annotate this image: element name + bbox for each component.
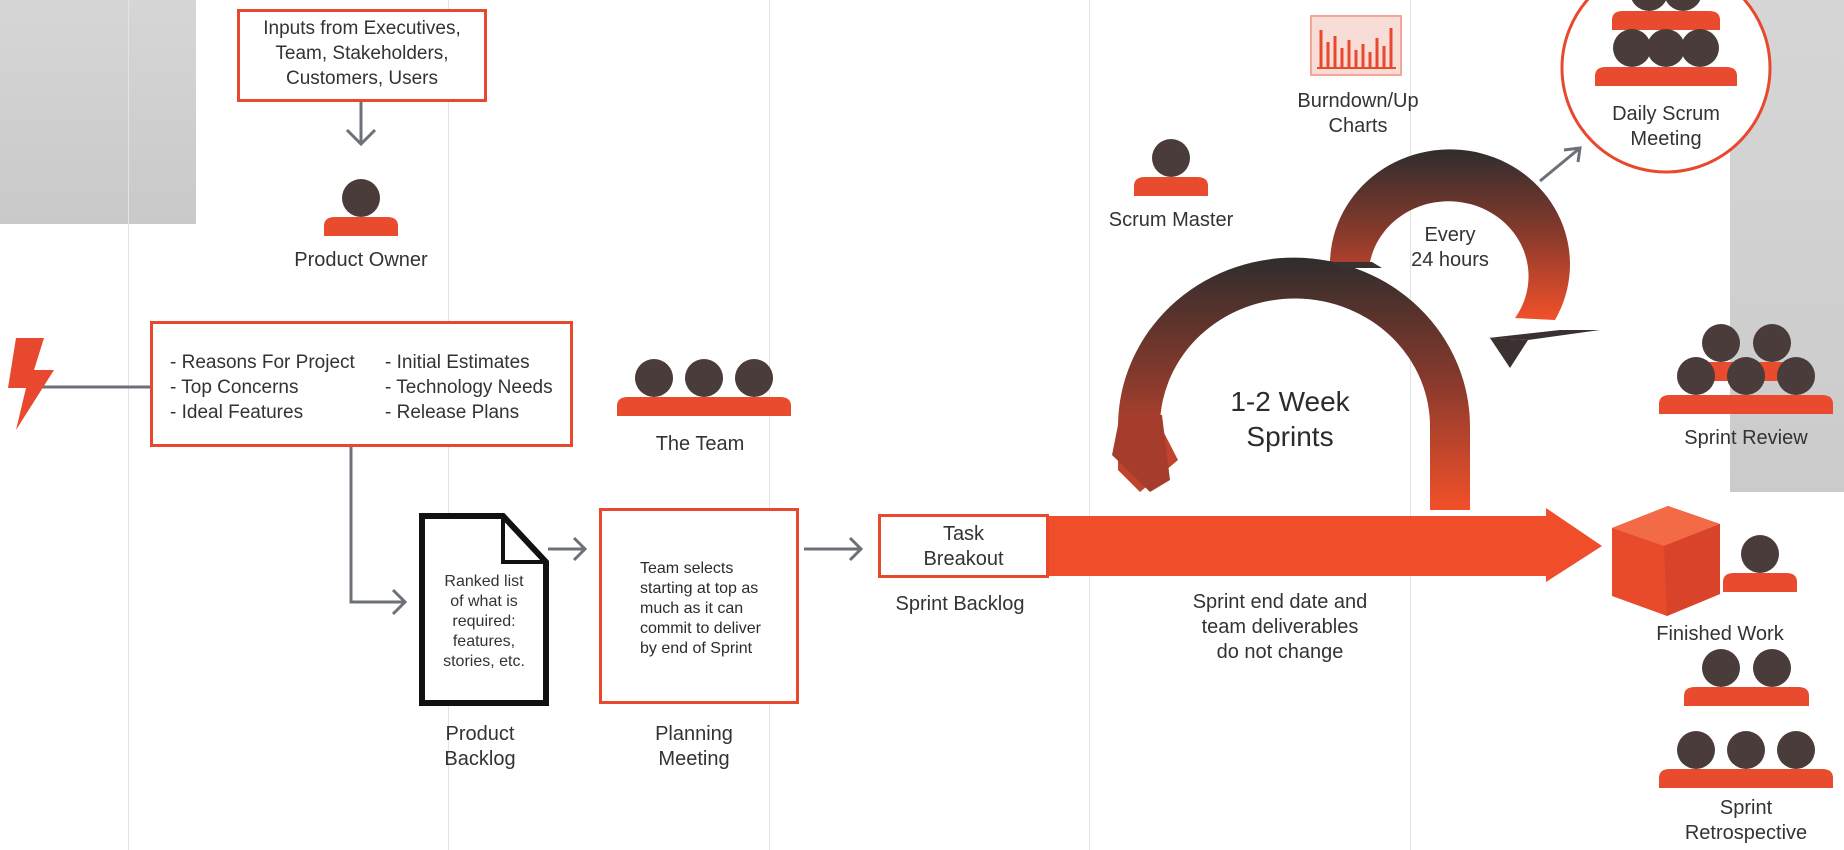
- label-line: Sprint: [1719, 797, 1773, 819]
- planning-meeting-text: Team selects starting at top as much as …: [640, 559, 761, 659]
- team-icon: [617, 359, 791, 416]
- burndown-chart-icon: [1310, 15, 1402, 76]
- project-vision-box: [150, 321, 573, 447]
- finished-work-person-icon: [1723, 535, 1797, 592]
- label-line: Backlog: [444, 748, 516, 770]
- vision-item: - Ideal Features: [170, 402, 304, 423]
- vision-item: - Technology Needs: [385, 377, 553, 398]
- backlog-doc-text: Ranked list of what is required: feature…: [424, 572, 544, 672]
- product-backlog-label: Product Backlog: [420, 722, 540, 772]
- inputs-text: Inputs from Executives, Team, Stakeholde…: [237, 16, 487, 91]
- sprint-end-text: Sprint end date and team deliverables do…: [1180, 590, 1380, 665]
- doc-line: required:: [452, 613, 516, 630]
- scrum-master-label: Scrum Master: [1108, 209, 1234, 231]
- product-owner-label: Product Owner: [294, 249, 428, 271]
- task-line: Breakout: [923, 548, 1004, 570]
- cycle-line: 24 hours: [1411, 249, 1489, 271]
- planning-line: much as it can: [640, 600, 744, 617]
- doc-line: stories, etc.: [443, 653, 525, 670]
- task-breakout-box: [878, 514, 1049, 578]
- sprint-end-line: Sprint end date and: [1192, 591, 1368, 613]
- label-line: Planning: [655, 723, 733, 745]
- task-breakout-text: Task Breakout: [878, 522, 1049, 572]
- sprint-backlog-label: Sprint Backlog: [895, 593, 1025, 615]
- doc-line: Ranked list: [444, 573, 524, 590]
- planning-meeting-label: Planning Meeting: [634, 722, 754, 772]
- vision-item: - Release Plans: [385, 402, 520, 423]
- sprint-end-line: do not change: [1216, 641, 1344, 663]
- vision-left-list: - Reasons For Project - Top Concerns - I…: [170, 350, 355, 425]
- vision-item: - Top Concerns: [170, 377, 299, 398]
- doc-line: of what is: [450, 593, 518, 610]
- label-line: Meeting: [1630, 128, 1702, 150]
- document-icon: [419, 513, 549, 706]
- task-line: Task: [942, 523, 985, 545]
- cycle-line: Sprints: [1246, 421, 1334, 452]
- planning-line: Team selects: [640, 560, 734, 577]
- sprint-cycle-arrows: [1112, 149, 1600, 510]
- sprint-end-line: team deliverables: [1201, 616, 1359, 638]
- label-line: Daily Scrum: [1612, 103, 1720, 125]
- sprint-retrospective-label: Sprint Retrospective: [1676, 796, 1816, 846]
- scrum-master-icon: [1134, 139, 1208, 196]
- every-24-hours-text: Every 24 hours: [1400, 223, 1500, 273]
- grid-line: [1410, 0, 1411, 850]
- sprint-duration-text: 1-2 Week Sprints: [1210, 384, 1370, 454]
- team-label: The Team: [655, 433, 745, 455]
- inputs-line: Team, Stakeholders,: [275, 43, 449, 64]
- grid-line: [1089, 0, 1090, 850]
- product-owner-icon: [324, 179, 398, 236]
- sprint-retrospective-icon: [1659, 649, 1833, 788]
- inputs-box: [237, 9, 487, 102]
- lightning-icon: [8, 338, 54, 430]
- label-line: Meeting: [658, 748, 730, 770]
- grid-line: [769, 0, 770, 850]
- finished-work-cube-icon: [1612, 506, 1720, 616]
- daily-scrum-icon: [1595, 0, 1737, 86]
- label-line: Burndown/Up: [1297, 90, 1419, 112]
- planning-meeting-box: [599, 508, 799, 704]
- vision-item: - Reasons For Project: [170, 352, 355, 373]
- daily-scrum-label: Daily Scrum Meeting: [1596, 102, 1736, 152]
- grid-line: [128, 0, 129, 850]
- vision-item: - Initial Estimates: [385, 352, 530, 373]
- planning-line: starting at top as: [640, 580, 759, 597]
- label-line: Product: [445, 723, 515, 745]
- sprint-review-label: Sprint Review: [1684, 427, 1808, 449]
- sprint-review-icon: [1659, 324, 1833, 414]
- finished-work-label: Finished Work: [1656, 623, 1784, 645]
- planning-line: by end of Sprint: [640, 640, 753, 657]
- label-line: Retrospective: [1684, 822, 1808, 844]
- burndown-label: Burndown/Up Charts: [1283, 89, 1433, 139]
- vision-right-list: - Initial Estimates - Technology Needs -…: [385, 350, 553, 425]
- planning-line: commit to deliver: [640, 620, 761, 637]
- inputs-line: Inputs from Executives,: [263, 18, 461, 39]
- label-line: Charts: [1328, 115, 1388, 137]
- cycle-line: Every: [1424, 224, 1476, 246]
- doc-line: features,: [452, 633, 516, 650]
- sprint-arrow: [1048, 508, 1602, 582]
- inputs-line: Customers, Users: [285, 68, 439, 89]
- cycle-line: 1-2 Week: [1230, 386, 1350, 417]
- connector-arrows: [38, 102, 1582, 616]
- left-gray-panel: [0, 0, 196, 224]
